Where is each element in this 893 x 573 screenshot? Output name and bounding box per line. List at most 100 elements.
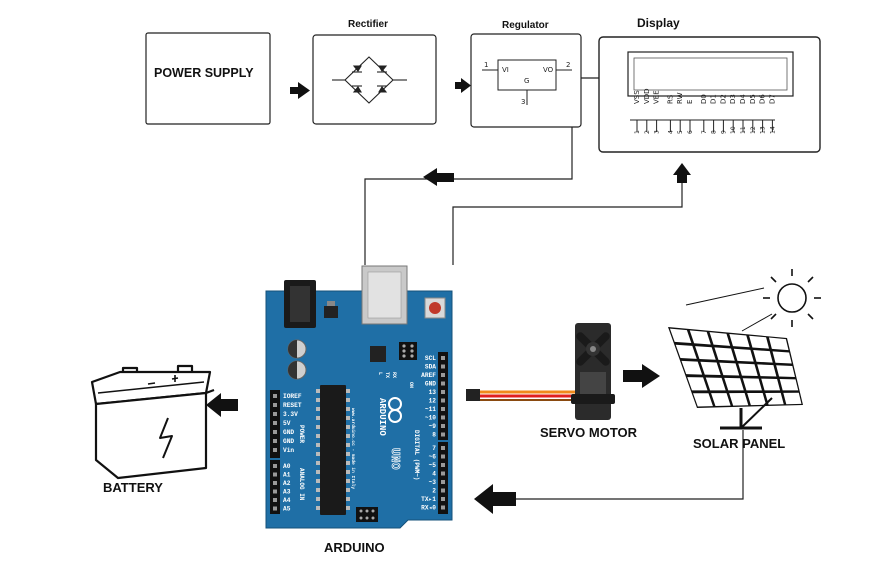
lcd-pin-number: 6 [687, 130, 694, 134]
solar-cell [719, 362, 740, 376]
lcd-pin-number: 1 [634, 130, 641, 134]
solar-cell [772, 351, 792, 364]
solar-cell [753, 350, 773, 363]
solar-cell [689, 330, 711, 345]
lcd-pin-name: D5 [749, 94, 757, 104]
regulator-label: Regulator [502, 20, 549, 31]
digital-pin-label: SCL [425, 355, 436, 362]
power-pin-label: GND [283, 438, 294, 445]
digital-pin-label: ~6 [429, 454, 437, 461]
arrow-rectifier-to-regulator [455, 78, 471, 93]
power-pin-label: IOREF [283, 393, 302, 400]
power-pin-label: 5V [283, 420, 291, 427]
digital-pin-label: 8 [432, 432, 436, 439]
solar-cell [742, 378, 762, 391]
analog-header-label: ANALOG IN [298, 468, 305, 501]
analog-pin-label: A2 [283, 480, 291, 487]
lcd-pin-number: 12 [750, 126, 757, 134]
solar-cell [714, 347, 735, 361]
regulator-pin3-label: 3 [521, 98, 525, 106]
solar-cell [675, 344, 697, 359]
lcd-pin-number: 3 [654, 130, 661, 134]
analog-pin-label: A1 [283, 472, 291, 479]
arrow-right-servo-to-solar [623, 364, 660, 388]
digital-pin-label: 4 [432, 471, 436, 478]
solar-cell [709, 332, 731, 346]
line-arduino-to-display [452, 182, 683, 265]
digital-pin-label: ~3 [429, 479, 437, 486]
lcd-pin-name: RW [676, 92, 684, 104]
solar-cell [705, 377, 726, 391]
bridge-rectifier-symbol [332, 56, 407, 104]
lcd-pin-name: E [686, 100, 694, 104]
line-regulator-to-arduino [364, 127, 573, 265]
power-pin-label: RESET [283, 402, 302, 409]
solar-cell [765, 392, 784, 405]
arduino-uno-board: ARDUINO UNO www.arduino.cc - made in Ita… [265, 265, 453, 529]
lcd-pin-number: 4 [667, 130, 674, 134]
board-brand-label: ARDUINO [377, 398, 387, 436]
solar-panel-label: SOLAR PANEL [693, 436, 786, 451]
solar-cell [779, 379, 799, 391]
lcd-pin-name: VSS [633, 90, 641, 104]
analog-pin-label: A3 [283, 489, 291, 496]
analog-pin-label: A4 [283, 497, 291, 504]
left-header-pins [273, 394, 277, 511]
solar-cell [729, 333, 750, 348]
solar-cell [783, 392, 802, 405]
lcd-pin-number: 13 [760, 126, 767, 134]
lcd-pin-number: 7 [701, 130, 708, 134]
analog-header [270, 460, 280, 514]
power-pin-label: Vin [283, 447, 294, 454]
digital-pin-label: ~11 [425, 406, 436, 413]
digital-pin-label: AREF [421, 372, 436, 379]
lcd-pin-number: 11 [740, 126, 747, 134]
lcd-screen-inner [633, 57, 788, 91]
digital-pin-label: 12 [429, 398, 437, 405]
digital-pin-label: ~9 [429, 423, 437, 430]
digital-pin-label: ~5 [429, 462, 437, 469]
digital-header-top [438, 352, 448, 440]
led-label: RX [391, 372, 397, 378]
solar-cell [738, 363, 758, 377]
digital-pin-label: RX◂0 [421, 505, 436, 512]
arrow-left-solar-to-arduino [474, 484, 516, 514]
digital-pin-label: 2 [432, 488, 436, 495]
right-header-pins [441, 356, 445, 510]
lcd-pin-number: 8 [711, 130, 718, 134]
solar-cell [687, 377, 708, 391]
regulator-pin2-label: 2 [566, 61, 570, 69]
regulator-pin1-label: 1 [484, 61, 488, 69]
power-pin-label: GND [283, 429, 294, 436]
lcd-pin-number: 14 [769, 126, 776, 134]
servo-motor-label: SERVO MOTOR [540, 425, 638, 440]
digital-pin-label: 7 [432, 445, 436, 452]
solar-cell [761, 378, 781, 391]
lcd-pin-header: VSS1VDD2VEE3RS4RW5E6D07D18D29D310D411D51… [630, 88, 776, 134]
lcd-pin-number: 9 [720, 130, 727, 134]
arrow-ps-to-rectifier [290, 82, 310, 99]
atmega-chip [320, 385, 346, 515]
led-label: TX [384, 372, 390, 378]
board-url-label: www.arduino.cc - made in Italy [350, 408, 356, 489]
regulator-vi-label: VI [502, 66, 509, 74]
rectifier-label: Rectifier [348, 19, 389, 30]
digital-pin-label: 13 [429, 389, 437, 396]
power-supply-block [145, 32, 271, 125]
arrow-left-regulator-to-arduino [423, 168, 454, 186]
lcd-pin-name: D7 [768, 94, 776, 104]
lcd-pin-name: D1 [710, 94, 718, 104]
chip-legs [316, 389, 350, 510]
solar-cell [729, 393, 749, 406]
lcd-pin-name: RS [666, 94, 674, 104]
right-pin-labels: SCLSDAAREFGND1312~11~10~987~6~54~32TX▸1R… [421, 355, 436, 512]
solar-cell [776, 365, 795, 377]
arduino-label: ARDUINO [324, 540, 385, 555]
lcd-pin-name: VEE [653, 90, 661, 104]
rectifier-block [312, 34, 437, 125]
arrow-left-arduino-to-battery [206, 393, 238, 417]
battery-icon [90, 364, 215, 480]
digital-header-label: DIGITAL (PWM~) [413, 430, 420, 480]
analog-pin-label: A5 [283, 506, 291, 513]
arrow-up-to-display [673, 163, 691, 183]
